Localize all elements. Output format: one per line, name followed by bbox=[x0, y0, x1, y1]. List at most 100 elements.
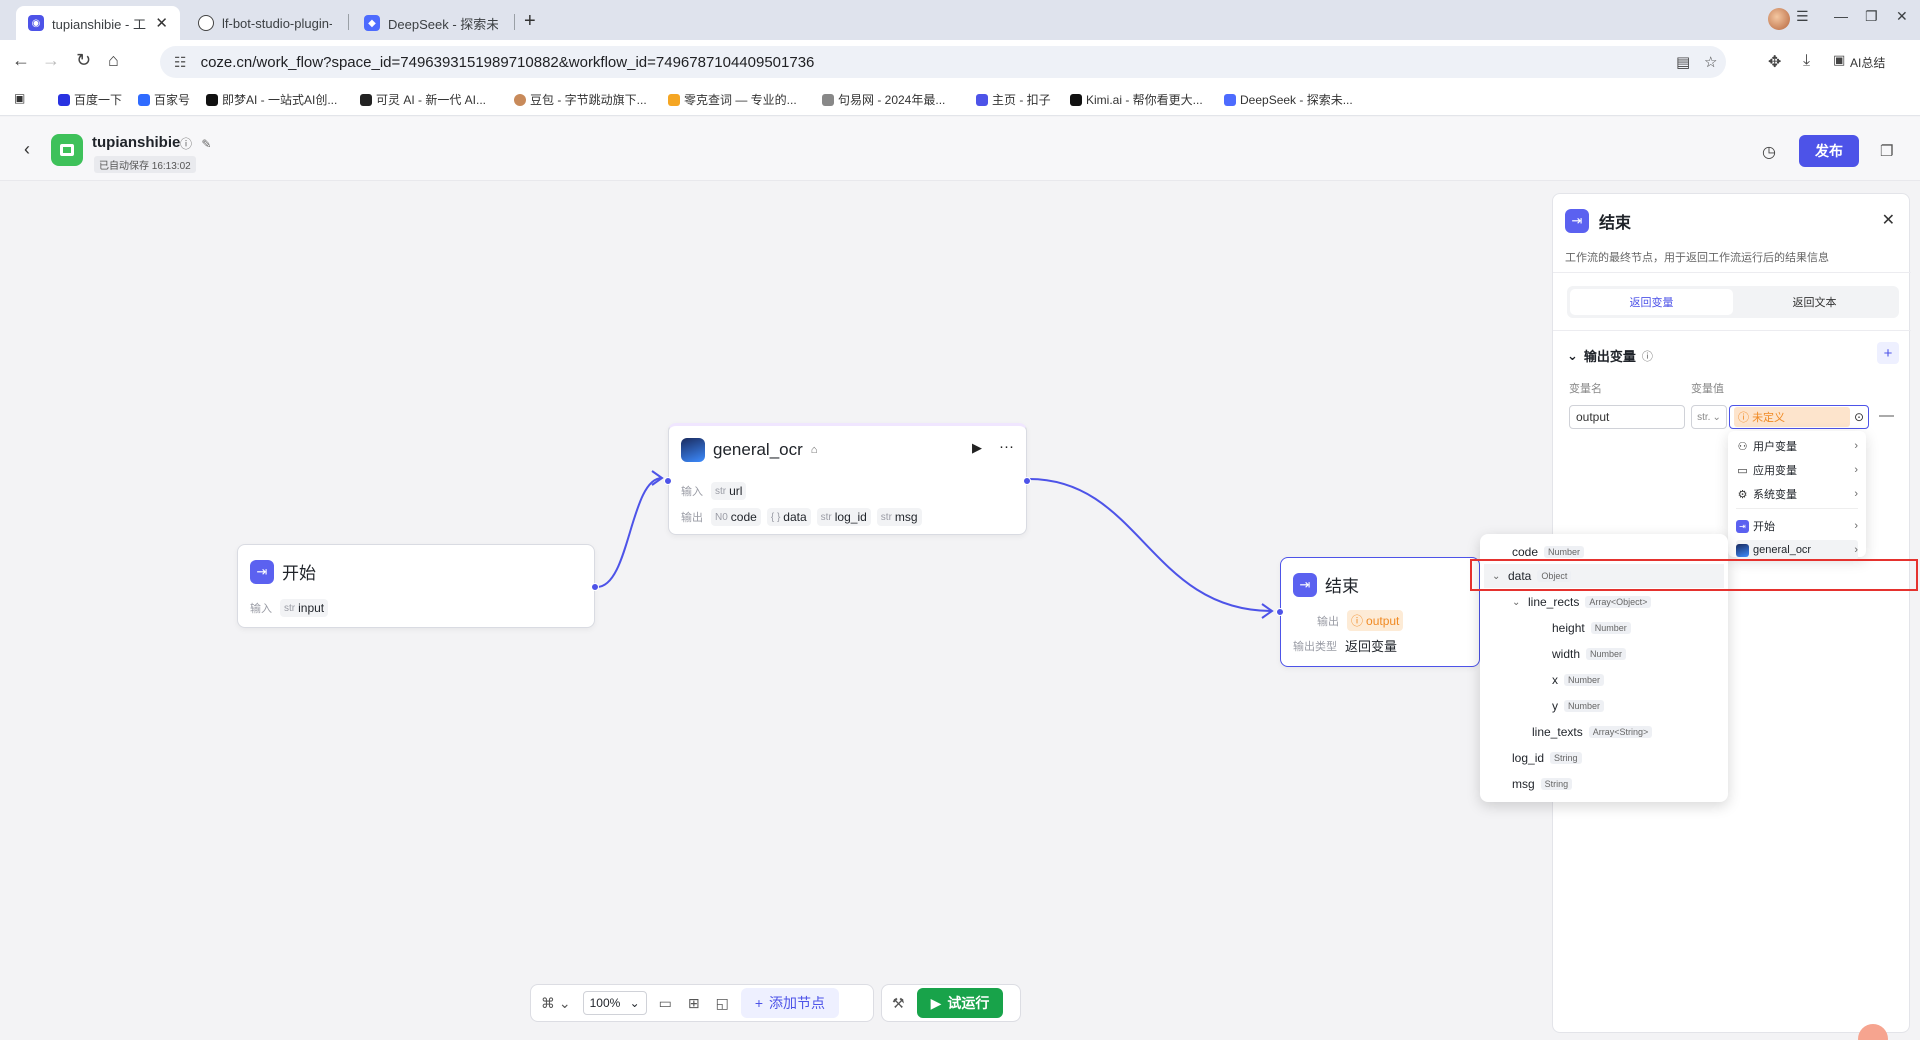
minimize-icon[interactable]: — bbox=[1834, 8, 1848, 24]
menu-item-start-node[interactable]: ⇥开始› bbox=[1736, 516, 1858, 536]
tab-close-icon[interactable]: ✕ bbox=[155, 15, 168, 32]
tab-return-variable[interactable]: 返回变量 bbox=[1570, 289, 1733, 315]
extensions-icon[interactable]: ✥ bbox=[1768, 54, 1782, 71]
workflow-icon bbox=[60, 144, 74, 156]
tab-lf-bot-studio[interactable]: lf-bot-studio-plugin- bbox=[186, 6, 344, 40]
add-variable-button[interactable]: + bbox=[1877, 342, 1899, 364]
clipboard-icon[interactable]: ▤ bbox=[1676, 54, 1691, 71]
tab-deepseek[interactable]: ◆ DeepSeek - 探索未至 bbox=[352, 6, 510, 40]
restore-icon[interactable]: ❐ bbox=[1865, 8, 1878, 24]
bookmark-label: 主页 - 扣子 bbox=[992, 93, 1051, 107]
output-section-header[interactable]: ⌄ 输出变量 ⓘ bbox=[1567, 346, 1653, 365]
wrench-icon[interactable]: ⚒ bbox=[892, 994, 905, 1011]
canvas-toolbar: ⌘ ⌄ 100% ⌄ ▭ ⊞ ◱ + 添加节点 bbox=[530, 984, 874, 1022]
more-options-icon[interactable]: ··· bbox=[999, 438, 1014, 455]
bookmark-label: 百度一下 bbox=[74, 93, 123, 107]
layout-grid-icon[interactable]: ⊞ bbox=[687, 994, 700, 1011]
field-name: line_rects bbox=[1528, 595, 1580, 609]
output-port[interactable] bbox=[591, 583, 599, 591]
reference-icon[interactable]: ⊙ bbox=[1853, 410, 1864, 424]
variable-value-select[interactable]: ⓘ 未定义 ⊙ bbox=[1729, 405, 1869, 429]
bookmark-item[interactable]: 零克查词 — 专业的... bbox=[668, 91, 797, 108]
run-node-icon[interactable]: ▶ bbox=[972, 440, 982, 455]
edit-icon[interactable]: ✎ bbox=[201, 137, 212, 151]
zoom-select[interactable]: 100% ⌄ bbox=[582, 991, 647, 1015]
bookmark-item[interactable]: 句易网 - 2024年最... bbox=[822, 91, 945, 108]
input-port[interactable] bbox=[664, 477, 672, 485]
bookmark-item[interactable]: 豆包 - 字节跳动旗下... bbox=[514, 91, 647, 108]
window-close-icon[interactable]: ✕ bbox=[1896, 8, 1908, 24]
forward-icon[interactable]: → bbox=[42, 50, 60, 70]
kling-icon bbox=[360, 93, 372, 106]
history-clock-icon[interactable]: ◷ bbox=[1762, 144, 1776, 161]
menu-item-general-ocr[interactable]: general_ocr› bbox=[1736, 540, 1858, 560]
input-label: 输入 bbox=[681, 486, 703, 498]
menu-label: 系统变量 bbox=[1753, 489, 1797, 501]
param-type: str bbox=[880, 511, 892, 523]
profile-avatar[interactable] bbox=[1768, 8, 1790, 30]
info-icon[interactable]: ⓘ bbox=[180, 137, 193, 151]
menu-item-user-variables[interactable]: ⚇用户变量› bbox=[1736, 436, 1858, 456]
variable-name-input[interactable]: output bbox=[1569, 405, 1685, 429]
copy-icon[interactable]: ❐ bbox=[1880, 143, 1894, 160]
tab-return-text[interactable]: 返回文本 bbox=[1792, 297, 1837, 309]
minimap-icon[interactable]: ◱ bbox=[715, 994, 729, 1011]
tab-tupianshibie[interactable]: ◉ tupianshibie - 工 ✕ bbox=[16, 6, 180, 40]
input-port[interactable] bbox=[1276, 608, 1284, 616]
address-bar[interactable]: ☷ coze.cn/work_flow?space_id=74963931519… bbox=[160, 46, 1726, 78]
bookmark-star-icon[interactable]: ☆ bbox=[1704, 54, 1718, 71]
info-icon[interactable]: ⓘ bbox=[1641, 350, 1653, 363]
bookmark-item[interactable]: 百家号 bbox=[138, 91, 190, 108]
downloads-icon[interactable]: ⤓ bbox=[1803, 52, 1811, 69]
bookmarks-apps-icon[interactable]: ▣ bbox=[14, 91, 26, 105]
bookmark-item[interactable]: Kimi.ai - 帮你看更大... bbox=[1070, 91, 1203, 108]
assistant-avatar[interactable] bbox=[1858, 1024, 1888, 1040]
site-info-icon[interactable]: ☷ bbox=[174, 53, 187, 70]
bookmark-item[interactable]: 可灵 AI - 新一代 AI... bbox=[360, 91, 486, 108]
test-run-button[interactable]: ▶ 试运行 bbox=[916, 988, 1004, 1018]
menu-item-app-variables[interactable]: ▭应用变量› bbox=[1736, 460, 1858, 480]
bookmark-item[interactable]: 百度一下 bbox=[58, 91, 122, 108]
new-tab-button[interactable]: + bbox=[524, 10, 536, 32]
chevron-right-icon: › bbox=[1854, 488, 1858, 500]
globe-icon bbox=[198, 15, 214, 31]
chevron-down-icon[interactable]: ⌄ bbox=[1512, 596, 1521, 608]
param-type: str bbox=[715, 485, 727, 497]
publish-button[interactable]: 发布 bbox=[1799, 135, 1859, 167]
ai-summary-button[interactable]: AI总结 bbox=[1850, 56, 1886, 70]
home-icon[interactable]: ⌂ bbox=[108, 50, 119, 70]
chevron-down-icon[interactable]: ⌄ bbox=[1492, 570, 1501, 582]
back-chevron-icon[interactable]: ‹ bbox=[24, 139, 30, 159]
tab-search-icon[interactable]: ☰ bbox=[1796, 8, 1809, 24]
back-icon[interactable]: ← bbox=[12, 50, 30, 70]
bookmark-item[interactable]: 即梦AI - 一站式AI创... bbox=[206, 91, 337, 108]
bookmark-item[interactable]: DeepSeek - 探索未... bbox=[1224, 91, 1353, 108]
output-port[interactable] bbox=[1023, 477, 1031, 485]
chevron-right-icon: › bbox=[1854, 520, 1858, 532]
close-icon[interactable]: ✕ bbox=[1881, 212, 1895, 229]
remove-variable-icon[interactable]: — bbox=[1879, 407, 1894, 424]
mouse-mode-icon[interactable]: ⌘ ⌄ bbox=[541, 994, 571, 1011]
ai-summary-icon[interactable]: ▣ bbox=[1833, 52, 1846, 67]
bookmark-item[interactable]: 主页 - 扣子 bbox=[976, 91, 1051, 108]
variable-type-select[interactable]: str.⌄ bbox=[1691, 405, 1727, 429]
comment-icon[interactable]: ▭ bbox=[658, 994, 672, 1011]
reload-icon[interactable]: ↻ bbox=[76, 50, 92, 70]
add-node-button[interactable]: + 添加节点 bbox=[740, 988, 840, 1018]
menu-item-system-variables[interactable]: ⚙系统变量› bbox=[1736, 484, 1858, 504]
